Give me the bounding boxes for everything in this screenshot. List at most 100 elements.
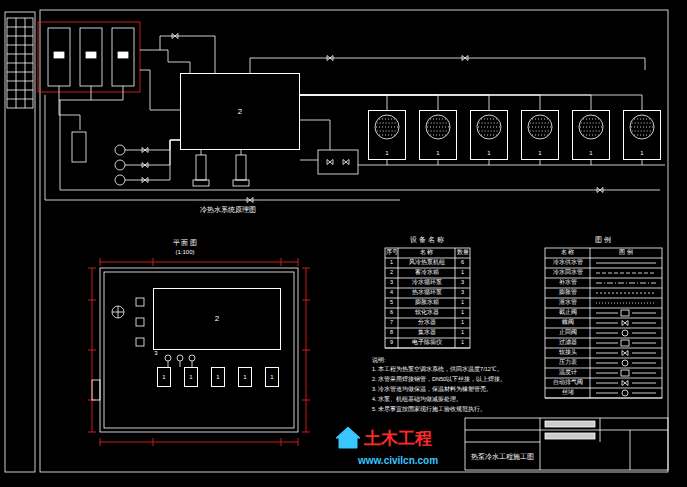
legend-row xyxy=(545,268,662,269)
legend-text: 蝶阀 xyxy=(562,320,574,326)
dimension-tick xyxy=(88,300,96,301)
strip-col xyxy=(25,18,26,108)
table-cell: 蓄冷水箱 xyxy=(415,270,439,276)
node-label: 1 xyxy=(243,374,246,380)
legend-line-sample xyxy=(632,363,656,364)
unit-plan-box: 1 xyxy=(265,367,279,387)
pipe-line xyxy=(387,160,388,165)
valve-symbol xyxy=(327,56,333,61)
small-equipment xyxy=(136,318,144,326)
dimension-tick xyxy=(298,438,299,446)
pipe-line xyxy=(45,95,400,200)
pipe-connector xyxy=(300,95,540,110)
node-label: 1 xyxy=(385,150,388,156)
table-cell: 7 xyxy=(390,320,393,326)
node-label: 1 xyxy=(589,150,592,156)
table-cell: 电子除垢仪 xyxy=(412,340,442,346)
fan-circle xyxy=(528,115,552,139)
legend-line-sample xyxy=(596,303,656,304)
fan-grille xyxy=(478,127,500,128)
fan-grille xyxy=(379,119,395,120)
dimension-tick xyxy=(153,258,154,266)
note-text: 3. 冷水管道均做保温，保温材料为橡塑管壳。 xyxy=(372,387,492,393)
scale-note: (1:100) xyxy=(175,249,194,255)
table-cell: 6 xyxy=(461,260,464,266)
binding-strip xyxy=(5,12,35,472)
pipe-line xyxy=(540,160,541,165)
strip-row xyxy=(7,36,33,37)
tall-equipment xyxy=(48,28,70,86)
pump-body xyxy=(196,155,206,180)
pipe-line xyxy=(489,160,490,165)
legend-row xyxy=(545,258,662,259)
dimension-tick xyxy=(302,300,310,301)
dimension-tick xyxy=(302,350,310,351)
legend-line-sample xyxy=(632,343,656,344)
strip-row xyxy=(7,81,33,82)
legend-line-sample xyxy=(596,373,618,374)
legend-symbol xyxy=(622,390,628,396)
valve-symbol xyxy=(327,160,333,165)
pump-body xyxy=(236,155,246,180)
watermark: 土木工程 xyxy=(364,430,432,447)
table-cell: 1 xyxy=(461,330,464,336)
heat-pump-unit: 1 xyxy=(623,110,661,160)
fan-circle xyxy=(579,115,603,139)
table-cell: 集水器 xyxy=(418,330,436,336)
legend-line-sample xyxy=(596,393,618,394)
legend-frame xyxy=(545,248,662,398)
table-cell: 1 xyxy=(461,340,464,346)
dimension-tick xyxy=(153,438,154,446)
table-cell: 1 xyxy=(461,320,464,326)
pipe-line xyxy=(60,100,660,190)
fan-grille xyxy=(427,127,449,128)
valve-symbol xyxy=(622,381,628,386)
node-label: 2 xyxy=(215,315,219,323)
tank-symbol xyxy=(72,132,86,162)
node-label: 1 xyxy=(270,374,273,380)
title-bar xyxy=(545,433,595,439)
legend-text: 补水管 xyxy=(559,280,577,286)
node-label: 1 xyxy=(640,150,643,156)
heat-pump-unit: 1 xyxy=(419,110,457,160)
fan-grille xyxy=(479,123,500,124)
valve-symbol xyxy=(142,148,148,153)
equipment-mark xyxy=(54,52,64,58)
legend-line-sample xyxy=(596,313,618,314)
dimension-tick xyxy=(88,268,96,269)
fan-grille xyxy=(580,127,602,128)
title-bar xyxy=(545,421,595,427)
legend-text: 温度计 xyxy=(559,370,577,376)
dimension-tick xyxy=(281,438,282,446)
table-header: 名 称 xyxy=(561,250,575,256)
pipe-line xyxy=(300,120,330,150)
dimension-tick xyxy=(302,400,310,401)
fan-circle xyxy=(630,115,654,139)
node-label: 1 xyxy=(538,150,541,156)
pipe-line xyxy=(300,160,318,161)
legend-row xyxy=(545,308,662,309)
fan-grille xyxy=(632,123,653,124)
valve-symbol xyxy=(343,160,349,165)
legend-text: 截止阀 xyxy=(559,310,577,316)
pump-symbol xyxy=(189,355,195,361)
legend-row xyxy=(545,378,662,379)
strip-row xyxy=(7,90,33,91)
legend-line-sample xyxy=(596,383,618,384)
table-col xyxy=(398,248,399,348)
fan-grille xyxy=(632,131,653,132)
table-header: 图 例 xyxy=(619,250,633,256)
table-cell: 2 xyxy=(390,270,393,276)
fan-grille xyxy=(481,119,497,120)
tank-box: 2 xyxy=(180,73,300,150)
pipe-connector xyxy=(300,95,387,110)
fan-grille xyxy=(532,135,548,136)
pipe-line xyxy=(125,140,180,180)
pipe-line xyxy=(241,150,242,155)
legend-symbol xyxy=(622,360,628,366)
legend-row xyxy=(545,288,662,289)
dimension-tick xyxy=(88,350,96,351)
heat-pump-unit: 1 xyxy=(572,110,610,160)
unit-plan-box: 1 xyxy=(238,367,252,387)
